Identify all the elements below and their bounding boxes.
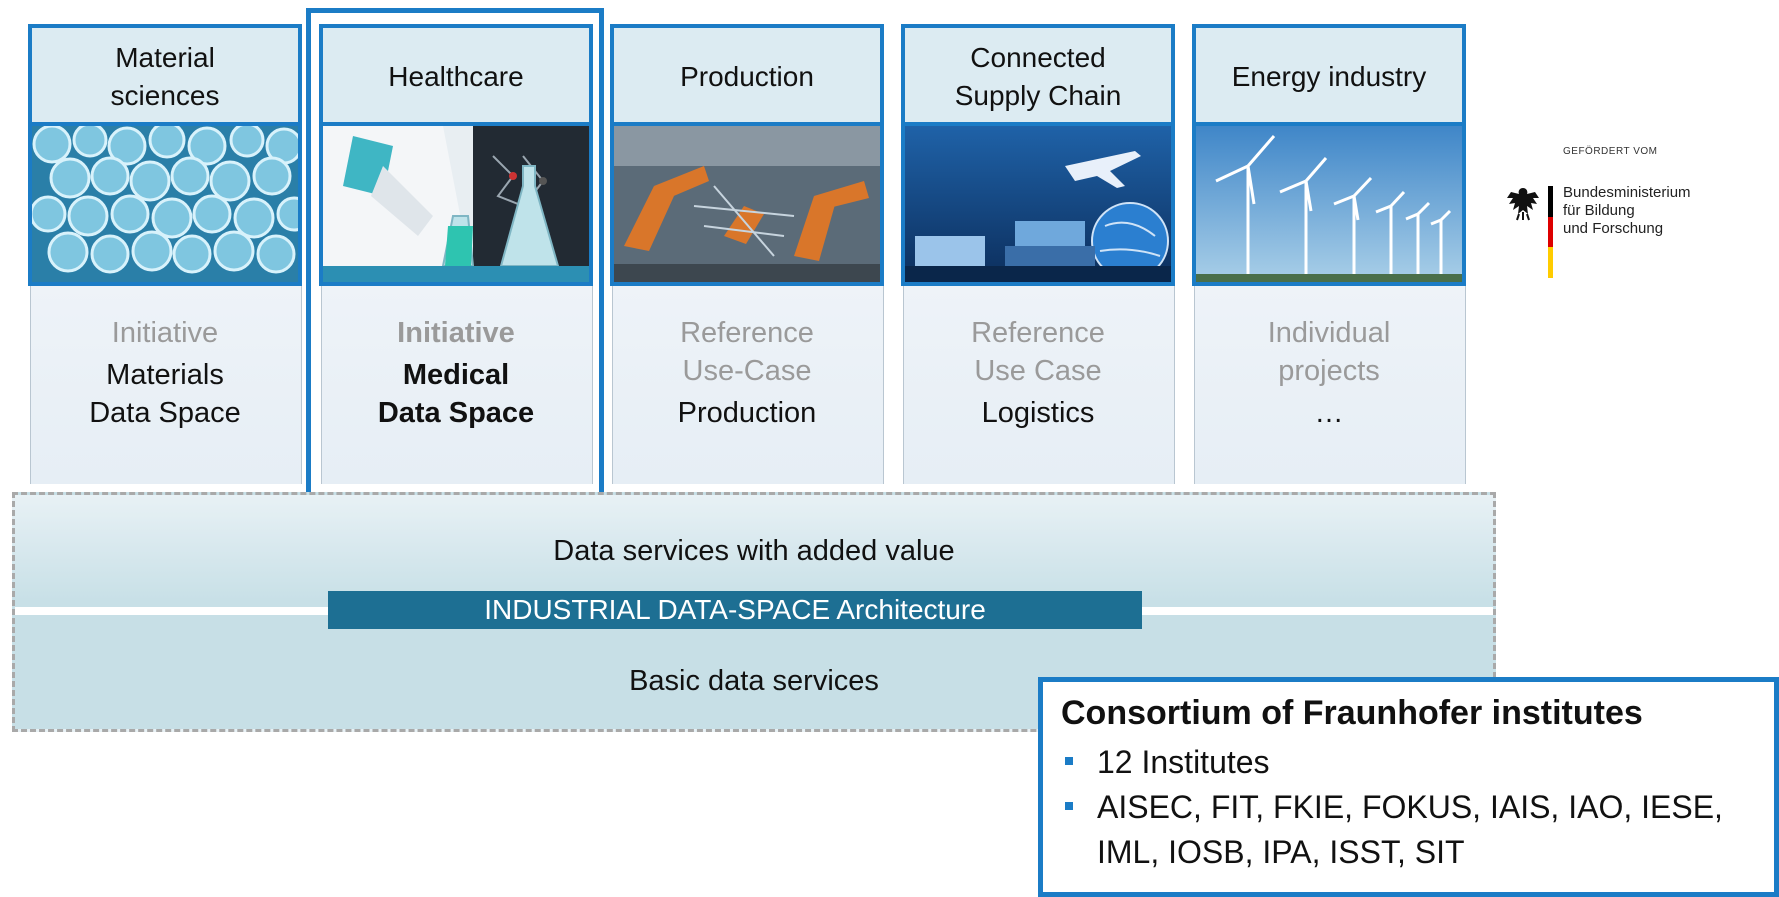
ministry-name-line: und Forschung [1563,220,1664,237]
federal-eagle-icon [1507,188,1539,221]
column-category: Individual [1267,317,1391,349]
consortium-box: Consortium of Fraunhofer institutes 12 I… [1038,677,1779,897]
column-project-line: Production [677,397,817,429]
laboratory-image [319,122,593,286]
column-body: Initiative Materials Data Space [28,314,302,432]
column-category: Use Case [974,355,1102,387]
column-header: Energy industry [1192,24,1466,130]
column-healthcare: Healthcare Initiative Medical Data Space [319,24,593,484]
column-category: Reference [971,317,1105,349]
column-header: Material sciences [28,24,302,130]
column-project-line: Materials [106,359,224,391]
column-material-sciences: Material sciences Initiative Materials Da… [28,24,302,484]
bullet-icon [1065,757,1073,765]
column-body: Individual projects … [1192,314,1466,432]
column-category: Reference [680,317,814,349]
list-item: AISEC, FIT, FKIE, FOKUS, IAIS, IAO, IESE… [1061,785,1761,875]
column-title-line: Material [115,42,215,73]
column-production: Production Reference Use-Case Production [610,24,884,484]
column-background [903,282,1175,484]
list-item-text: AISEC, FIT, FKIE, FOKUS, IAIS, IAO, IESE… [1097,789,1723,870]
sponsor-caption: GEFÖRDERT VOM [1563,146,1658,157]
list-item: 12 Institutes [1061,740,1761,785]
column-project-line: Data Space [89,397,241,429]
column-header: Production [610,24,884,130]
column-energy-industry: Energy industry Individual projects … [1192,24,1466,484]
column-project-line: Logistics [981,397,1095,429]
consortium-title: Consortium of Fraunhofer institutes [1061,694,1643,732]
healthcare-highlight-frame [306,8,604,504]
ministry-name-line: für Bildung [1563,202,1635,219]
column-category: Initiative [397,317,515,349]
column-background [1194,282,1466,484]
column-category: Initiative [111,317,219,349]
column-title-line: Production [680,61,814,92]
basic-data-services-label: Basic data services [629,665,879,697]
column-background [321,282,593,484]
column-project-line: Medical [402,359,510,391]
added-value-services-label: Data services with added value [553,535,955,567]
ministry-name: Bundesministerium für Bildung und Forsch… [1563,184,1691,238]
german-flag-bar [1548,186,1553,278]
column-body: Reference Use-Case Production [610,314,884,432]
column-project-line: Data Space [377,397,535,429]
bubble-foam-image [28,122,302,286]
column-body: Initiative Medical Data Space [319,314,593,432]
wind-turbines-image [1192,122,1466,286]
column-title-line: Energy industry [1231,61,1427,92]
column-category: projects [1278,355,1380,387]
industrial-robots-image [610,122,884,286]
column-body: Reference Use Case Logistics [901,314,1175,432]
list-item-text: 12 Institutes [1097,744,1270,780]
architecture-bar: INDUSTRIAL DATA-SPACE Architecture [328,591,1142,629]
column-title-line: Healthcare [388,61,524,92]
column-title-line: Connected [970,42,1106,73]
column-background [612,282,884,484]
bullet-icon [1065,802,1073,810]
column-background [30,282,302,484]
column-project-line: … [1314,397,1344,429]
ministry-name-line: Bundesministerium [1563,184,1691,201]
consortium-list: 12 Institutes AISEC, FIT, FKIE, FOKUS, I… [1061,740,1761,875]
column-title-line: Supply Chain [954,80,1122,111]
column-title-line: sciences [110,80,220,111]
logistics-image [901,122,1175,286]
column-category: Use-Case [682,355,812,387]
